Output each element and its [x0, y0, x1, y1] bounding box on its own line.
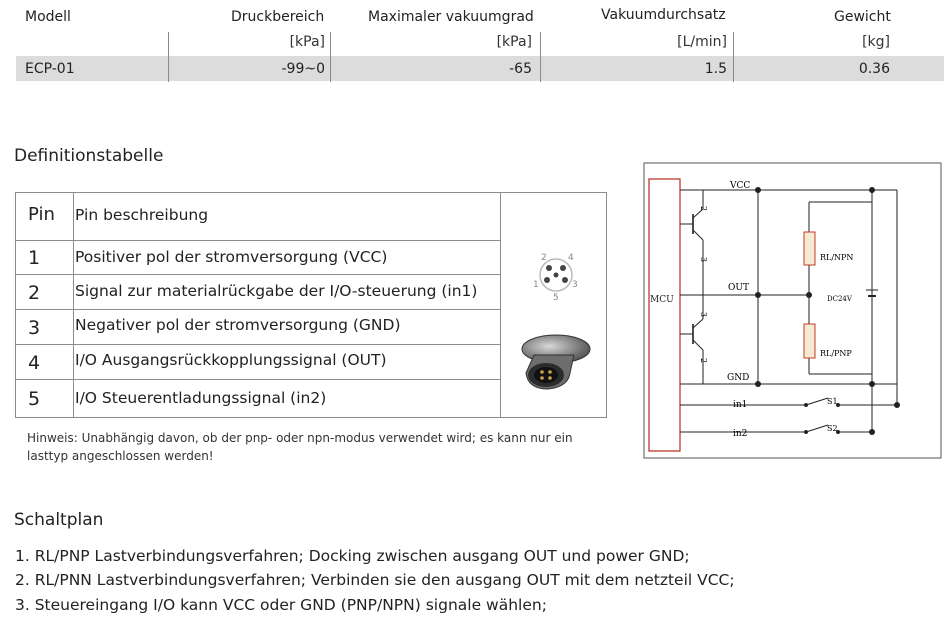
rl-npn-label: RL/NPN	[820, 253, 853, 262]
connector-pinout-icon: 2 4 1 3 5	[533, 253, 578, 303]
in1-label: in1	[733, 400, 747, 410]
s1-label: S1	[827, 397, 838, 406]
transistor-pin-label: 2	[699, 206, 708, 211]
pin-number: 4	[28, 352, 41, 374]
pin-table: Pin Pin beschreibung 1 Positiver pol der…	[15, 192, 607, 418]
pin-description: Negativer pol der stromversorgung (GND)	[75, 316, 401, 334]
definition-title: Definitionstabelle	[14, 146, 164, 166]
load-resistor	[803, 323, 816, 359]
connector-pin-label: 1	[533, 280, 539, 290]
unit-weight: [kg]	[862, 34, 890, 50]
mcu-block	[648, 178, 681, 452]
table-row: 1 Positiver pol der stromversorgung (VCC…	[16, 241, 500, 275]
connector-pin-label: 5	[553, 293, 559, 303]
value-max-vacuum: -65	[509, 61, 532, 77]
column-divider	[540, 32, 541, 82]
connector-pin-label: 3	[572, 280, 578, 290]
header-vacuum-flow: Vakuumdurchsatz	[601, 7, 726, 23]
value-model: ECP-01	[25, 61, 75, 77]
pin-number: 5	[28, 388, 41, 410]
value-pressure-range: -99~0	[281, 61, 325, 77]
vcc-label: VCC	[729, 181, 750, 191]
out-label: OUT	[728, 283, 749, 293]
pin-number: 2	[28, 282, 41, 304]
pin-description: Signal zur materialrückgabe der I/O-steu…	[75, 282, 478, 300]
s2-label: S2	[827, 424, 838, 433]
unit-pressure-range: [kPa]	[289, 34, 325, 50]
transistor-pin-label: 3	[699, 257, 708, 262]
pin-description: Positiver pol der stromversorgung (VCC)	[75, 248, 388, 266]
column-divider	[733, 32, 734, 82]
transistor-pin-label: 3	[699, 312, 708, 317]
image-column-divider	[500, 193, 501, 417]
pin-header: Pin	[28, 204, 55, 225]
header-model: Modell	[25, 9, 71, 25]
header-pressure-range: Druckbereich	[231, 9, 325, 25]
rl-pnp-label: RL/PNP	[820, 349, 852, 358]
hint-note: Hinweis: Unabhängig davon, ob der pnp- o…	[27, 431, 573, 463]
table-row: 3 Negativer pol der stromversorgung (GND…	[16, 310, 500, 345]
table-row: 2 Signal zur materialrückgabe der I/O-st…	[16, 275, 500, 310]
pin-table-header: Pin Pin beschreibung	[16, 193, 500, 241]
pin-number: 3	[28, 317, 41, 339]
table-row: 4 I/O Ausgangsrückkopplungssignal (OUT)	[16, 345, 500, 380]
dc-label: DC24V	[827, 295, 853, 303]
header-weight: Gewicht	[834, 9, 891, 25]
pin-number: 1	[28, 247, 41, 269]
spec-row-background	[16, 56, 944, 81]
connector-photo	[521, 334, 591, 390]
connector-pin-label: 4	[568, 253, 574, 263]
unit-max-vacuum: [kPa]	[496, 34, 532, 50]
connector-pin-label: 2	[541, 253, 547, 263]
header-max-vacuum: Maximaler vakuumgrad	[368, 9, 534, 25]
column-divider	[330, 32, 331, 82]
wiring-title: Schaltplan	[14, 510, 104, 530]
transistor-pin-label: 2	[699, 358, 708, 363]
gnd-label: GND	[727, 373, 749, 383]
unit-vacuum-flow: [L/min]	[677, 34, 727, 50]
desc-header: Pin beschreibung	[75, 206, 209, 224]
circuit-diagram: MCU VCC OUT GND in1 in2 2 3 3 2 RL/NPN R…	[643, 162, 942, 459]
list-item: 2. RL/PNN Lastverbindungsverfahren; Verb…	[15, 571, 735, 589]
pin-description: I/O Steuerentladungssignal (in2)	[75, 389, 327, 407]
value-weight: 0.36	[858, 61, 890, 77]
list-item: 3. Steuereingang I/O kann VCC oder GND (…	[15, 596, 547, 614]
mcu-label: MCU	[650, 295, 674, 305]
load-resistor	[803, 231, 816, 266]
in2-label: in2	[733, 429, 747, 439]
value-vacuum-flow: 1.5	[704, 61, 727, 77]
pin-description: I/O Ausgangsrückkopplungssignal (OUT)	[75, 351, 387, 369]
table-row: 5 I/O Steuerentladungssignal (in2)	[16, 380, 500, 417]
list-item: 1. RL/PNP Lastverbindungsverfahren; Dock…	[15, 547, 690, 565]
pin-column-divider	[73, 193, 74, 417]
column-divider	[168, 32, 169, 82]
